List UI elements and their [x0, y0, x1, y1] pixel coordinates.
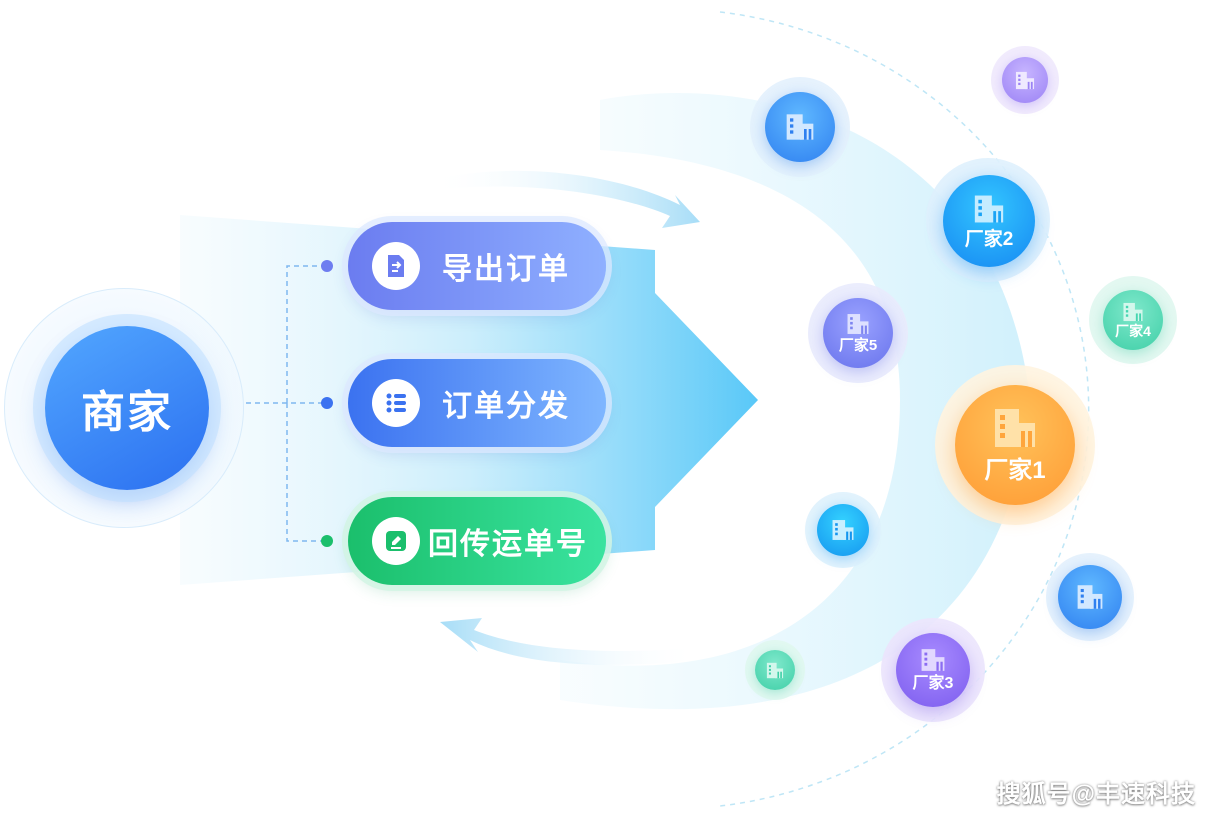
factory-1-label: 厂家1 — [984, 457, 1046, 484]
connector-dot-dispatch — [321, 397, 333, 409]
factory-node — [1002, 57, 1048, 103]
export-orders-label: 导出订单 — [442, 253, 570, 286]
outer-orbit — [719, 11, 1090, 807]
factory-2-node: 厂家2 — [943, 175, 1035, 267]
building-icon — [1077, 585, 1103, 609]
factory-4-node: 厂家4 — [1103, 290, 1163, 350]
list-icon — [372, 379, 420, 427]
building-icon — [995, 409, 1035, 447]
dispatch-orders-button[interactable]: 订单分发 — [348, 359, 606, 447]
return-tracking-label: 回传运单号 — [428, 528, 588, 561]
factory-5-node: 厂家5 — [823, 298, 893, 368]
edit-icon — [372, 517, 420, 565]
merchant-node: 商家 — [4, 288, 244, 528]
factory-1-node: 厂家1 — [955, 385, 1075, 505]
building-icon — [766, 662, 784, 678]
factory-node — [755, 650, 795, 690]
building-icon — [786, 114, 814, 140]
connector-dot-return — [321, 535, 333, 547]
factory-3-label: 厂家3 — [912, 675, 954, 692]
dispatch-orders-label: 订单分发 — [442, 390, 570, 423]
return-arc — [560, 92, 1030, 710]
factory-4-label: 厂家4 — [1115, 323, 1151, 339]
return-tracking-button[interactable]: 回传运单号 — [348, 497, 606, 585]
backward-arrow — [440, 618, 700, 665]
forward-arrow — [430, 170, 700, 228]
factory-node — [817, 504, 869, 556]
factory-node — [1058, 565, 1122, 629]
watermark: 搜狐号@丰速科技 — [996, 781, 1196, 808]
export-orders-button[interactable]: 导出订单 — [348, 222, 606, 310]
building-icon — [847, 314, 869, 334]
connector-lines — [246, 265, 328, 542]
building-icon — [921, 649, 945, 671]
factory-node — [765, 92, 835, 162]
factory-2-label: 厂家2 — [964, 228, 1014, 250]
building-icon — [1015, 71, 1035, 89]
merchant-label: 商家 — [45, 326, 209, 490]
building-icon — [1123, 302, 1143, 322]
connector-dot-export — [321, 260, 333, 272]
factory-5-label: 厂家5 — [838, 337, 878, 354]
factory-3-node: 厂家3 — [896, 633, 970, 707]
document-export-icon — [372, 242, 420, 290]
building-icon — [832, 520, 854, 540]
building-icon — [974, 195, 1004, 222]
